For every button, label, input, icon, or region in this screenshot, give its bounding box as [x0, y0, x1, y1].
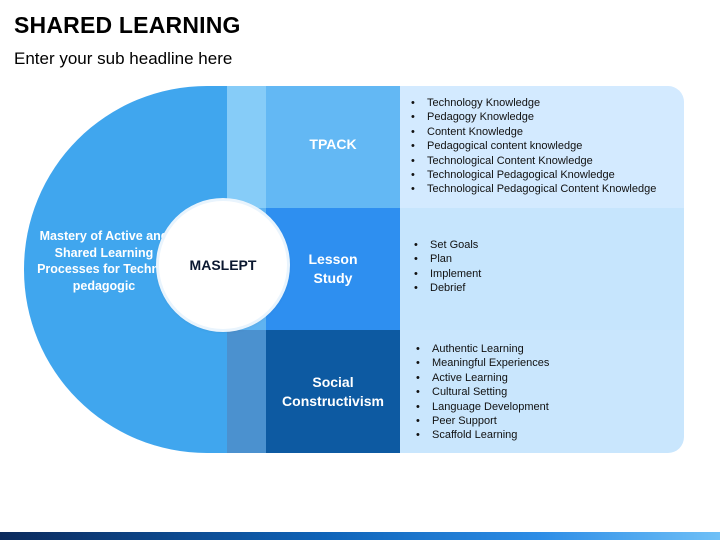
list-item: Language Development	[416, 400, 549, 415]
slide-title: SHARED LEARNING	[14, 12, 241, 38]
list-item: Technological Pedagogical Knowledge	[411, 168, 656, 183]
row-label-lesson-line-1: Lesson	[308, 251, 358, 267]
lesson-study-list: Set Goals Plan Implement Debrief	[414, 238, 481, 296]
row-label-tpack: TPACK	[266, 86, 400, 208]
row-label-social-line-2: Constructivism	[282, 392, 384, 409]
mastery-description: Mastery of Active and Shared Learning Pr…	[37, 229, 171, 293]
list-item: Meaningful Experiences	[416, 356, 549, 371]
connector-strip-bottom	[227, 330, 267, 453]
list-item: Active Learning	[416, 371, 549, 386]
list-item: Pedagogy Knowledge	[411, 110, 656, 125]
list-item: Peer Support	[416, 414, 549, 429]
list-item: Plan	[414, 252, 481, 267]
row-label-tpack-line-1: TPACK	[309, 135, 357, 152]
row-label-social-line-1: Social	[312, 373, 354, 390]
footer-gradient-bar	[0, 532, 720, 540]
row-label-lesson-study: Lesson Study	[266, 208, 400, 330]
list-item: Pedagogical content knowledge	[411, 139, 656, 154]
list-item: Scaffold Learning	[416, 428, 549, 443]
list-item: Technology Knowledge	[411, 96, 656, 111]
list-item: Technological Pedagogical Content Knowle…	[411, 182, 656, 197]
list-item: Content Knowledge	[411, 125, 656, 140]
list-item: Cultural Setting	[416, 385, 549, 400]
row-label-lesson-line-2: Study	[313, 270, 353, 286]
list-item: Set Goals	[414, 238, 481, 253]
tpack-list: Technology Knowledge Pedagogy Knowledge …	[411, 96, 656, 197]
slide-subtitle: Enter your sub headline here	[14, 49, 233, 68]
row-label-social-constructivism: Social Constructivism	[266, 330, 400, 453]
connector-strip-top	[227, 86, 267, 208]
list-item: Debrief	[414, 281, 481, 296]
list-item: Implement	[414, 267, 481, 282]
social-constructivism-list: Authentic Learning Meaningful Experience…	[416, 342, 549, 443]
list-item: Technological Content Knowledge	[411, 154, 656, 169]
list-item: Authentic Learning	[416, 342, 549, 357]
center-circle: MASLEPT	[159, 201, 287, 329]
center-label: MASLEPT	[189, 257, 257, 273]
